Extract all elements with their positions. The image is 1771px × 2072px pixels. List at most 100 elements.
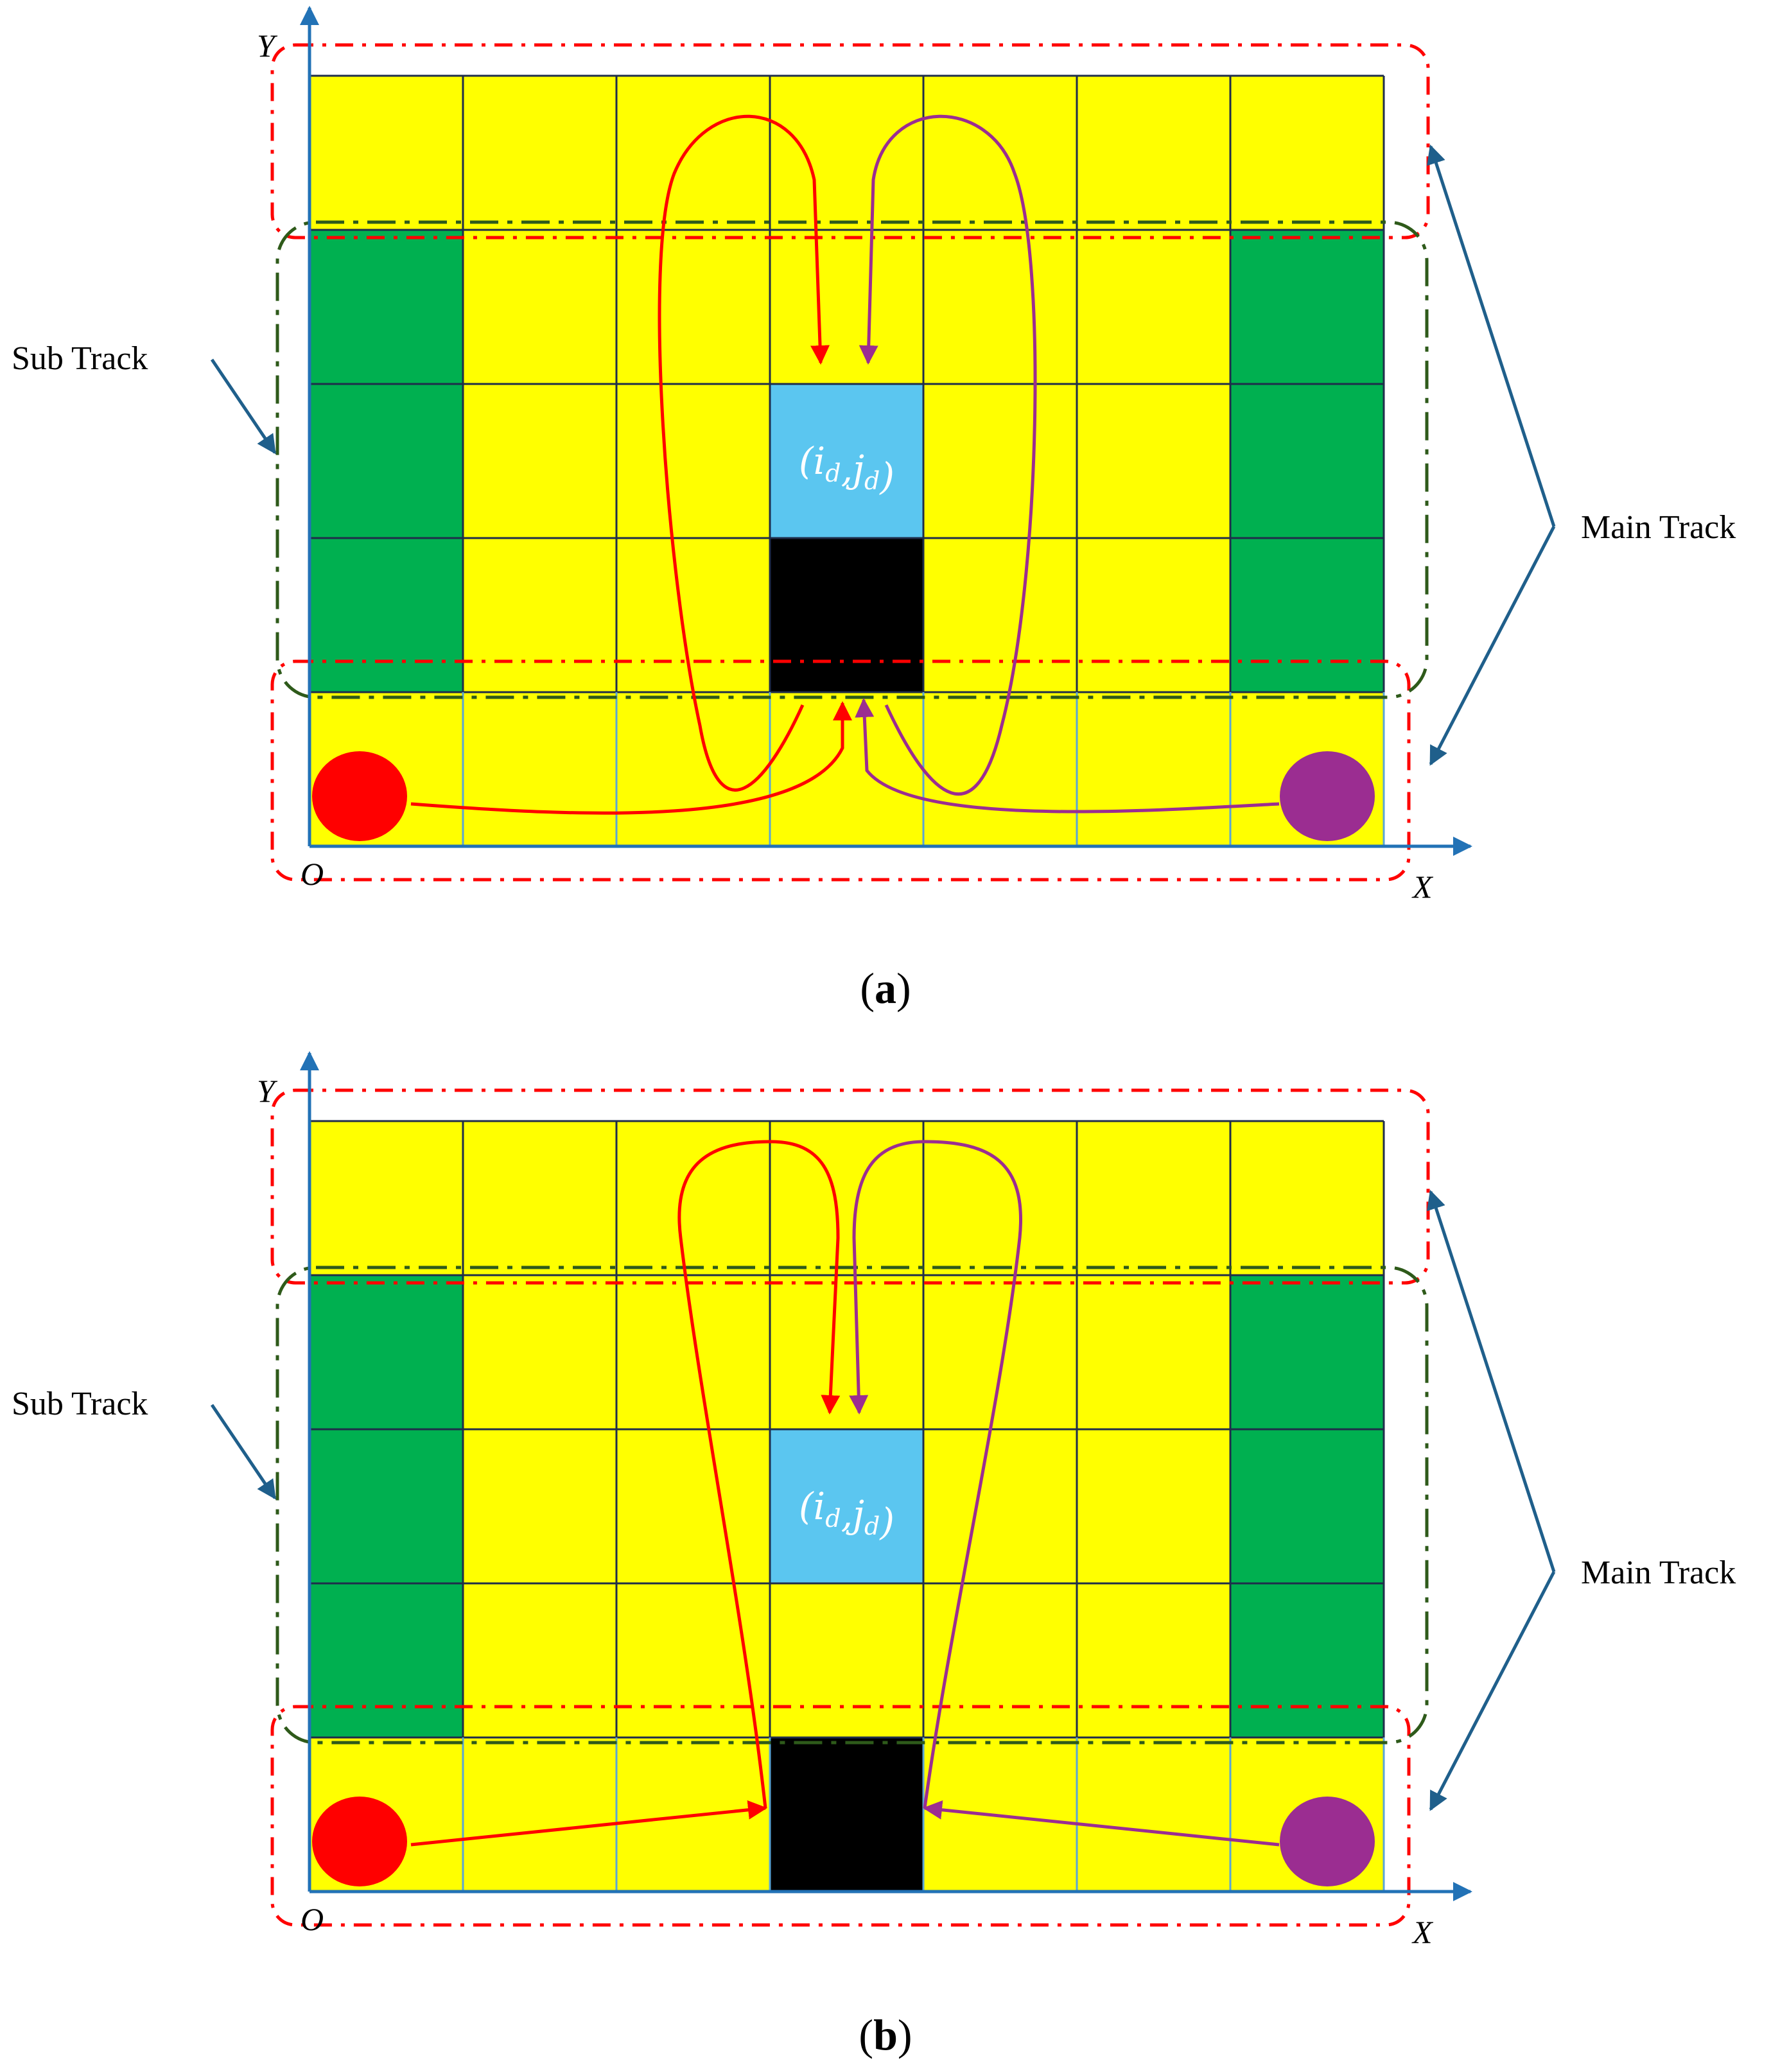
- grid-cell: [770, 692, 923, 846]
- x-axis-label: X: [1411, 1914, 1434, 1950]
- grid-cell: [616, 76, 770, 230]
- grid-cell: [923, 76, 1077, 230]
- grid-cell: [1077, 1429, 1230, 1583]
- destination-cell: [770, 384, 923, 538]
- grid-cell: [770, 1275, 923, 1429]
- main-track-pointer-arrow-bottom: [1429, 525, 1556, 766]
- grid-cell: [923, 1583, 1077, 1737]
- grid-cell: [616, 1275, 770, 1429]
- grid-cell: [616, 384, 770, 538]
- grid-cell: [1077, 76, 1230, 230]
- main-track-label: Main Track: [1581, 509, 1736, 546]
- grid-lines: [308, 1120, 1385, 1892]
- destination-label: (id,jd): [799, 1484, 894, 1544]
- main-track-label: Main Track: [1581, 1554, 1736, 1591]
- grid-cell: [616, 230, 770, 384]
- grid-cell: [463, 1429, 616, 1583]
- main-track-pointer-arrow-top: [1427, 1190, 1556, 1572]
- destination-cell: [770, 1429, 923, 1583]
- grid-cell: [770, 76, 923, 230]
- grid-cells: [310, 1121, 1384, 1892]
- sub-track-label: Sub Track: [12, 340, 148, 377]
- grid-cell: [923, 538, 1077, 692]
- main-track-pointer-arrow-top: [1427, 144, 1556, 527]
- grid-cell: [1077, 384, 1230, 538]
- y-axis-label: Y: [257, 28, 278, 64]
- grid-cell: [1230, 76, 1384, 230]
- grid-cell: [463, 692, 616, 846]
- agent-purple: [1280, 751, 1375, 841]
- red-agent-direct-path: [410, 701, 852, 815]
- purple-agent-detour-path: [859, 114, 1037, 796]
- purple-agent-direct-path: [855, 698, 1280, 814]
- grid-cell: [923, 692, 1077, 846]
- panel-b-caption-letter: b: [873, 2010, 898, 2059]
- grid-cell: [310, 76, 463, 230]
- sub-track-cell: [310, 1275, 463, 1429]
- sub-track-cell: [310, 1583, 463, 1737]
- grid-cells: [310, 76, 1384, 846]
- sub-track-cell: [310, 230, 463, 384]
- sub-track-cell: [1230, 230, 1384, 384]
- blocked-cell: [770, 1737, 923, 1892]
- panel-a-caption-letter: a: [875, 964, 896, 1013]
- sub-track-cell: [310, 384, 463, 538]
- grid-cell: [1077, 1275, 1230, 1429]
- grid-cell: [463, 1737, 616, 1892]
- sub-track-outline: [275, 220, 1429, 699]
- agent-purple: [1280, 1797, 1375, 1886]
- sub-track-cell: [1230, 384, 1384, 538]
- sub-track-cell: [310, 1429, 463, 1583]
- x-axis-label: X: [1411, 869, 1434, 905]
- panel-b-caption: (b): [859, 2010, 912, 2059]
- sub-track-outline: [275, 1266, 1429, 1745]
- red-agent-detour-path: [658, 114, 830, 792]
- main-track-outline-top: [270, 1088, 1430, 1285]
- main-track-outline-top: [270, 43, 1430, 239]
- grid-cell: [463, 384, 616, 538]
- origin-label: O: [301, 1901, 324, 1937]
- grid-cell: [1077, 692, 1230, 846]
- red-agent-direct-path: [410, 1800, 767, 1847]
- y-axis-label: Y: [257, 1073, 278, 1109]
- purple-agent-detour-path: [849, 1140, 1022, 1809]
- sub-track-label: Sub Track: [12, 1386, 148, 1422]
- origin-label: O: [301, 856, 324, 892]
- main-track-outline-bottom: [270, 1705, 1411, 1927]
- grid-cell: [463, 538, 616, 692]
- grid-cell: [616, 1429, 770, 1583]
- destination-label: (id,jd): [799, 439, 894, 498]
- panel-a-caption: (a): [860, 964, 911, 1013]
- grid-cell: [923, 1275, 1077, 1429]
- sub-track-cell: [1230, 538, 1384, 692]
- main-track-pointer-arrow-bottom: [1429, 1571, 1556, 1811]
- grid-cell: [1077, 230, 1230, 384]
- main-track-outline-bottom: [270, 659, 1411, 882]
- agent-red: [312, 751, 407, 841]
- purple-agent-direct-path: [923, 1800, 1280, 1847]
- sub-track-pointer-arrow: [210, 358, 277, 455]
- grid-cell: [923, 1429, 1077, 1583]
- sub-track-cell: [310, 538, 463, 692]
- grid-cell: [310, 1121, 463, 1275]
- sub-track-cell: [1230, 1583, 1384, 1737]
- blocked-cell: [770, 538, 923, 692]
- sub-track-cell: [1230, 1275, 1384, 1429]
- grid-cell: [770, 230, 923, 384]
- grid-cell: [616, 538, 770, 692]
- grid-cell: [1230, 1121, 1384, 1275]
- grid-cell: [923, 384, 1077, 538]
- grid-cell: [616, 692, 770, 846]
- grid-cell: [923, 1121, 1077, 1275]
- agent-red: [312, 1797, 407, 1886]
- grid-cell: [463, 230, 616, 384]
- grid-cell: [1077, 1121, 1230, 1275]
- sub-track-cell: [1230, 1429, 1384, 1583]
- sub-track-pointer-arrow: [210, 1404, 277, 1500]
- grid-cell: [1077, 1583, 1230, 1737]
